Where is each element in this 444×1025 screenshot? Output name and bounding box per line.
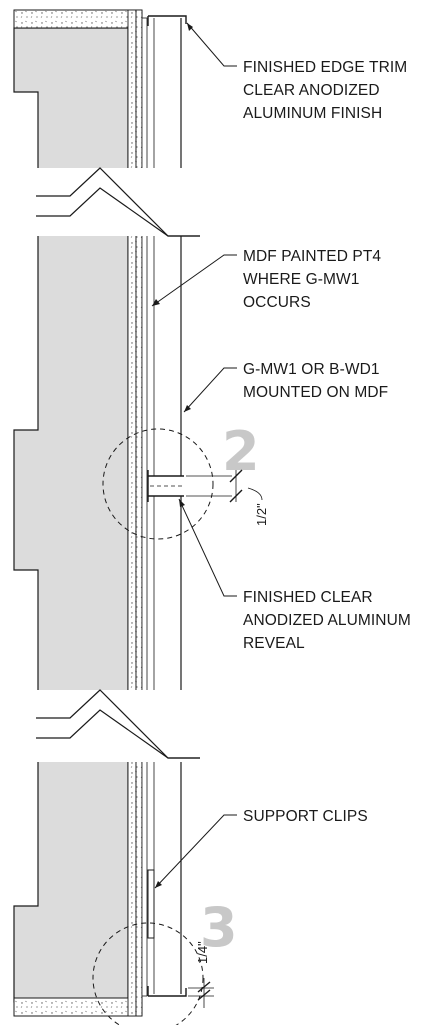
support-clip — [147, 869, 155, 939]
break-line-top — [30, 167, 200, 237]
note-edge-trim: FINISHED EDGE TRIM CLEAR ANODIZED ALUMIN… — [243, 59, 407, 122]
dimension-reveal — [186, 469, 263, 503]
svg-text:ANODIZED ALUMINUM: ANODIZED ALUMINUM — [243, 612, 411, 629]
dimension-label-trim: 1/4" — [195, 941, 210, 964]
mdf-panel — [141, 17, 148, 997]
svg-text:ALUMINUM FINISH: ALUMINUM FINISH — [243, 105, 382, 122]
note-reveal: FINISHED CLEAR ANODIZED ALUMINUM REVEAL — [243, 589, 411, 652]
svg-text:REVEAL: REVEAL — [243, 635, 305, 652]
note-mdf: MDF PAINTED PT4 WHERE G-MW1 OCCURS — [243, 248, 381, 311]
svg-text:SUPPORT CLIPS: SUPPORT CLIPS — [243, 808, 368, 825]
edge-trim-bottom — [147, 986, 187, 997]
leader-edge-trim — [186, 22, 237, 67]
leader-clips — [154, 814, 237, 889]
note-clips: SUPPORT CLIPS — [243, 808, 368, 825]
top-slab — [13, 9, 143, 29]
leader-mdf — [151, 254, 237, 307]
leader-reveal — [178, 498, 237, 597]
finish-panel — [153, 18, 182, 994]
svg-text:WHERE G-MW1: WHERE G-MW1 — [243, 271, 359, 288]
detail-callout-3[interactable]: 3 — [200, 896, 238, 959]
svg-text:FINISHED CLEAR: FINISHED CLEAR — [243, 589, 373, 606]
dimension-label-reveal: 1/2" — [254, 503, 269, 526]
note-mounted: G-MW1 OR B-WD1 MOUNTED ON MDF — [243, 361, 388, 401]
dimension-trim — [188, 978, 214, 1008]
bottom-slab — [13, 997, 143, 1017]
svg-text:G-MW1 OR B-WD1: G-MW1 OR B-WD1 — [243, 361, 380, 378]
svg-text:MDF PAINTED PT4: MDF PAINTED PT4 — [243, 248, 381, 265]
break-line-bottom — [30, 689, 200, 762]
gypsum-board-layers — [127, 9, 143, 1017]
svg-text:CLEAR ANODIZED: CLEAR ANODIZED — [243, 82, 380, 99]
detail-callout-2[interactable]: 2 — [222, 420, 260, 483]
detail-circle-3[interactable] — [92, 922, 204, 1025]
leader-mounted — [183, 367, 237, 413]
detail-circle-2[interactable] — [102, 428, 214, 540]
aluminum-reveal — [147, 470, 184, 502]
svg-text:OCCURS: OCCURS — [243, 294, 311, 311]
svg-text:MOUNTED ON MDF: MOUNTED ON MDF — [243, 384, 388, 401]
edge-trim-top — [147, 15, 187, 26]
svg-text:FINISHED EDGE TRIM: FINISHED EDGE TRIM — [243, 59, 407, 76]
